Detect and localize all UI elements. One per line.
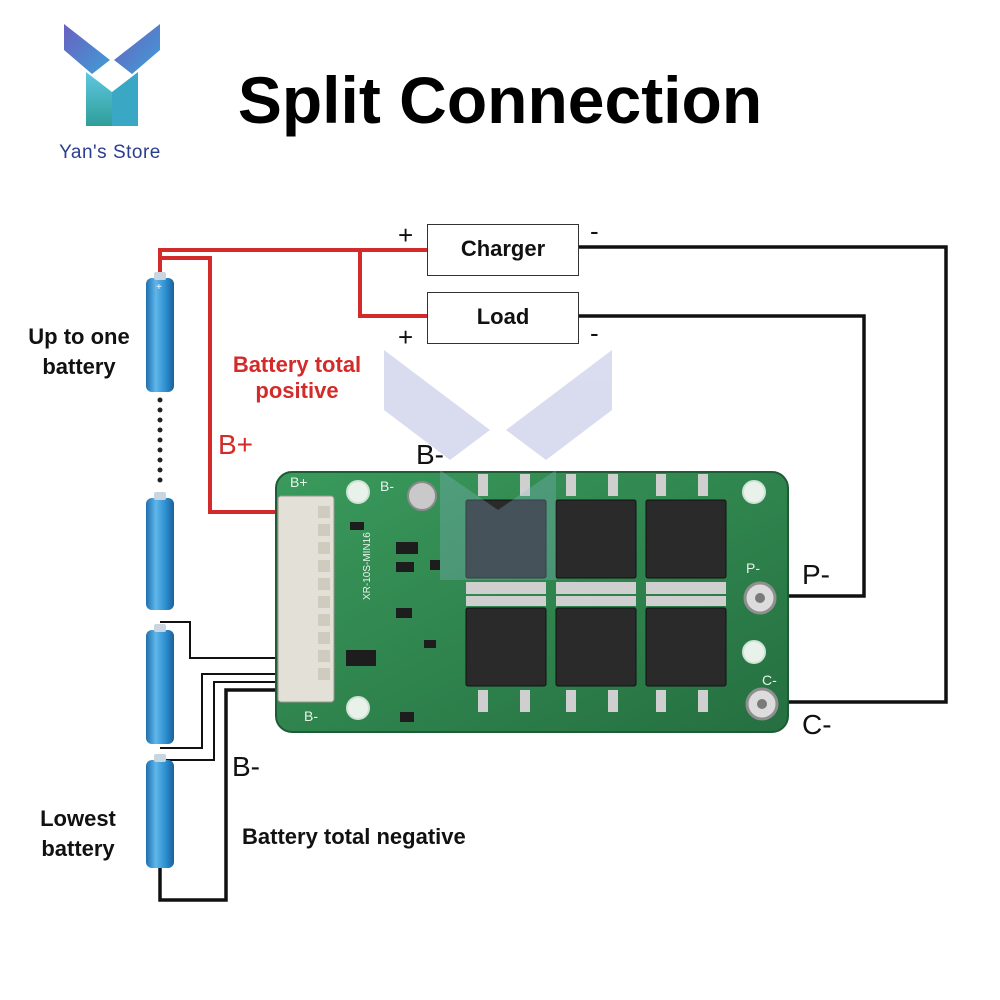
load-minus-sign: - — [590, 318, 599, 348]
silk-c-minus: C- — [762, 672, 777, 688]
balance-wires — [160, 621, 276, 761]
battery-dots — [157, 397, 163, 483]
negative-wiring — [158, 245, 948, 902]
page-title: Split Connection — [237, 63, 763, 137]
label-b-minus-bottom: B- — [232, 751, 260, 782]
label-battery-total-negative: Battery total negative — [242, 824, 466, 849]
watermark-logo-icon — [384, 350, 612, 580]
label-up-to-one-battery: Up to one battery — [28, 324, 130, 379]
store-name: Yan's Store — [59, 142, 161, 163]
positive-wiring — [158, 248, 428, 514]
battery-lowest — [146, 754, 174, 868]
label-b-plus: B+ — [218, 429, 254, 460]
svg-text:+: + — [156, 282, 162, 293]
label-b-minus-top: B- — [416, 439, 444, 470]
charger-box: Charger — [427, 224, 579, 276]
silk-model: XR-10S-MIN16 — [362, 532, 373, 600]
silk-p-minus: P- — [746, 560, 760, 576]
load-box: Load — [427, 292, 579, 344]
bms-board — [275, 471, 789, 733]
store-logo-icon — [64, 24, 160, 126]
battery-third — [146, 624, 174, 744]
battery-top: + — [146, 272, 174, 392]
silk-b-minus-bottom: B- — [304, 708, 318, 724]
label-p-minus: P- — [802, 559, 830, 590]
silk-b-minus-top: B- — [380, 478, 394, 494]
load-plus-sign: + — [398, 322, 414, 352]
charger-plus-sign: + — [398, 220, 414, 250]
battery-mid — [146, 492, 174, 610]
label-battery-total-positive: Battery total positive — [232, 352, 362, 403]
label-c-minus: C- — [802, 709, 832, 740]
silk-b-plus: B+ — [290, 474, 308, 490]
charger-minus-sign: - — [590, 216, 599, 246]
label-lowest-battery: Lowest battery — [40, 806, 116, 861]
